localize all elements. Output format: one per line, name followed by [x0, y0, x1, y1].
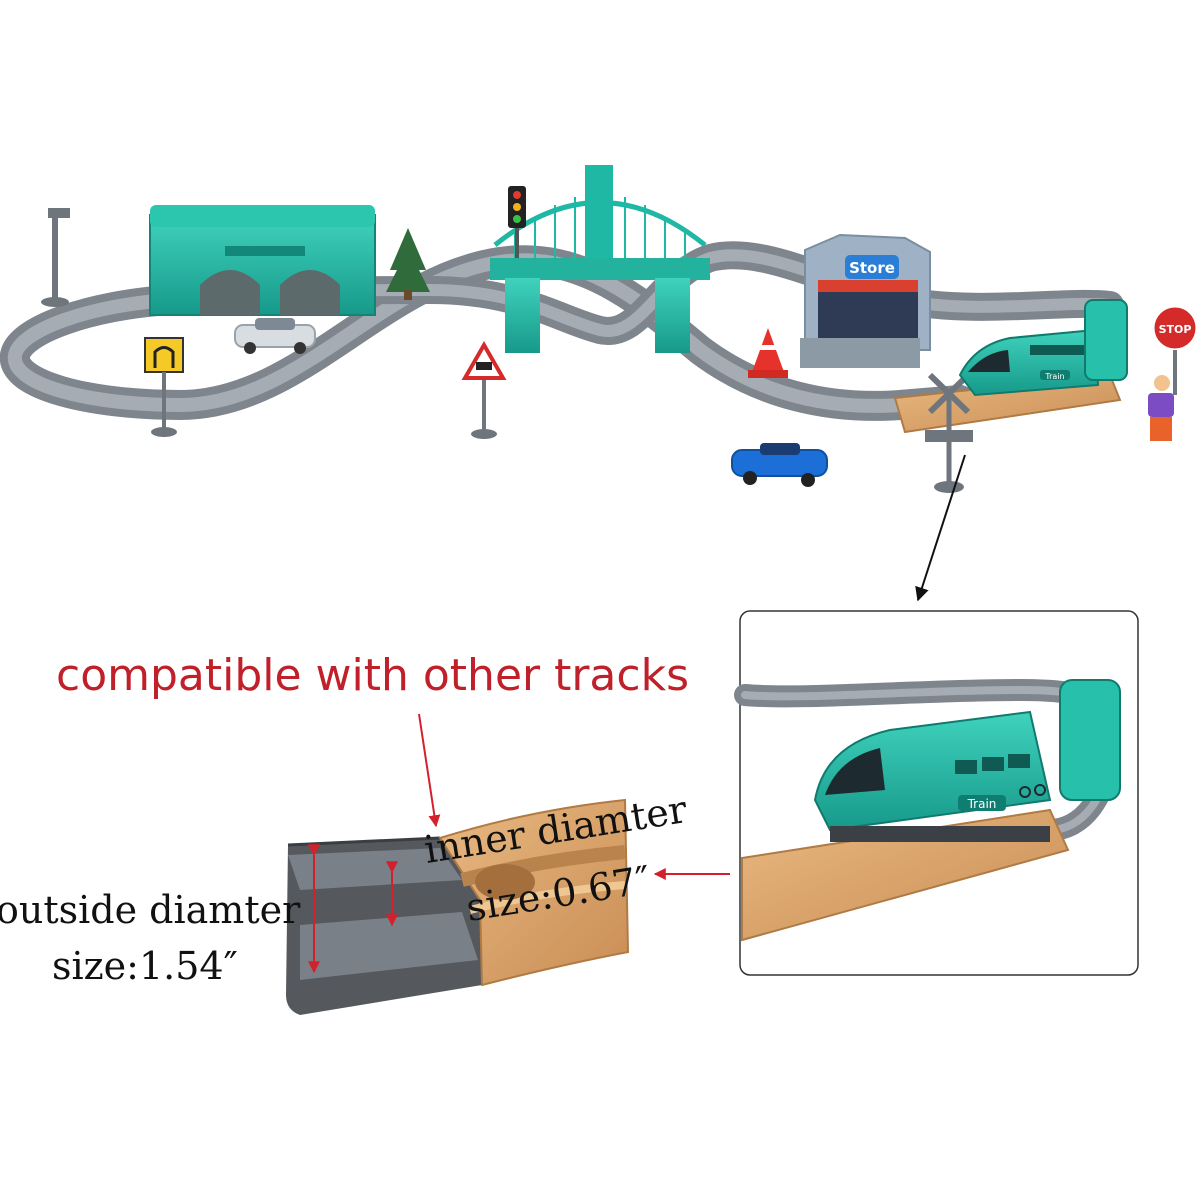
toy-figure — [1148, 375, 1174, 441]
inset-train: Train — [813, 679, 1121, 842]
train-label: Train — [1044, 372, 1064, 381]
inset-train-label: Train — [967, 797, 997, 811]
pointer-arrow — [915, 454, 966, 602]
street-lamp — [41, 208, 70, 307]
store-building: Store — [800, 233, 931, 368]
traffic-cone — [748, 328, 788, 378]
stop-sign-text: STOP — [1159, 323, 1192, 336]
traffic-light — [508, 186, 526, 258]
blue-sports-car — [731, 443, 828, 487]
tunnel — [149, 205, 376, 316]
silver-police-car — [234, 318, 316, 354]
inset-closeup: Train — [734, 610, 1139, 976]
compatible-caption: compatible with other tracks — [56, 650, 689, 701]
tunnel-sign — [144, 337, 184, 437]
pine-tree — [386, 228, 430, 300]
suspension-bridge — [490, 165, 710, 353]
train-engine: Train — [958, 299, 1128, 397]
warning-sign — [461, 340, 507, 439]
stop-sign: STOP — [1151, 304, 1199, 395]
railroad-crossing-sign — [925, 372, 973, 493]
compatible-arrow — [418, 713, 441, 828]
train-set-scene: Store — [0, 165, 1199, 493]
outside-diameter-label: outside diamter — [0, 888, 301, 932]
store-sign: Store — [849, 259, 895, 277]
track-crosssection — [286, 798, 630, 1015]
outside-diameter-size: size:1.54″ — [52, 944, 238, 988]
